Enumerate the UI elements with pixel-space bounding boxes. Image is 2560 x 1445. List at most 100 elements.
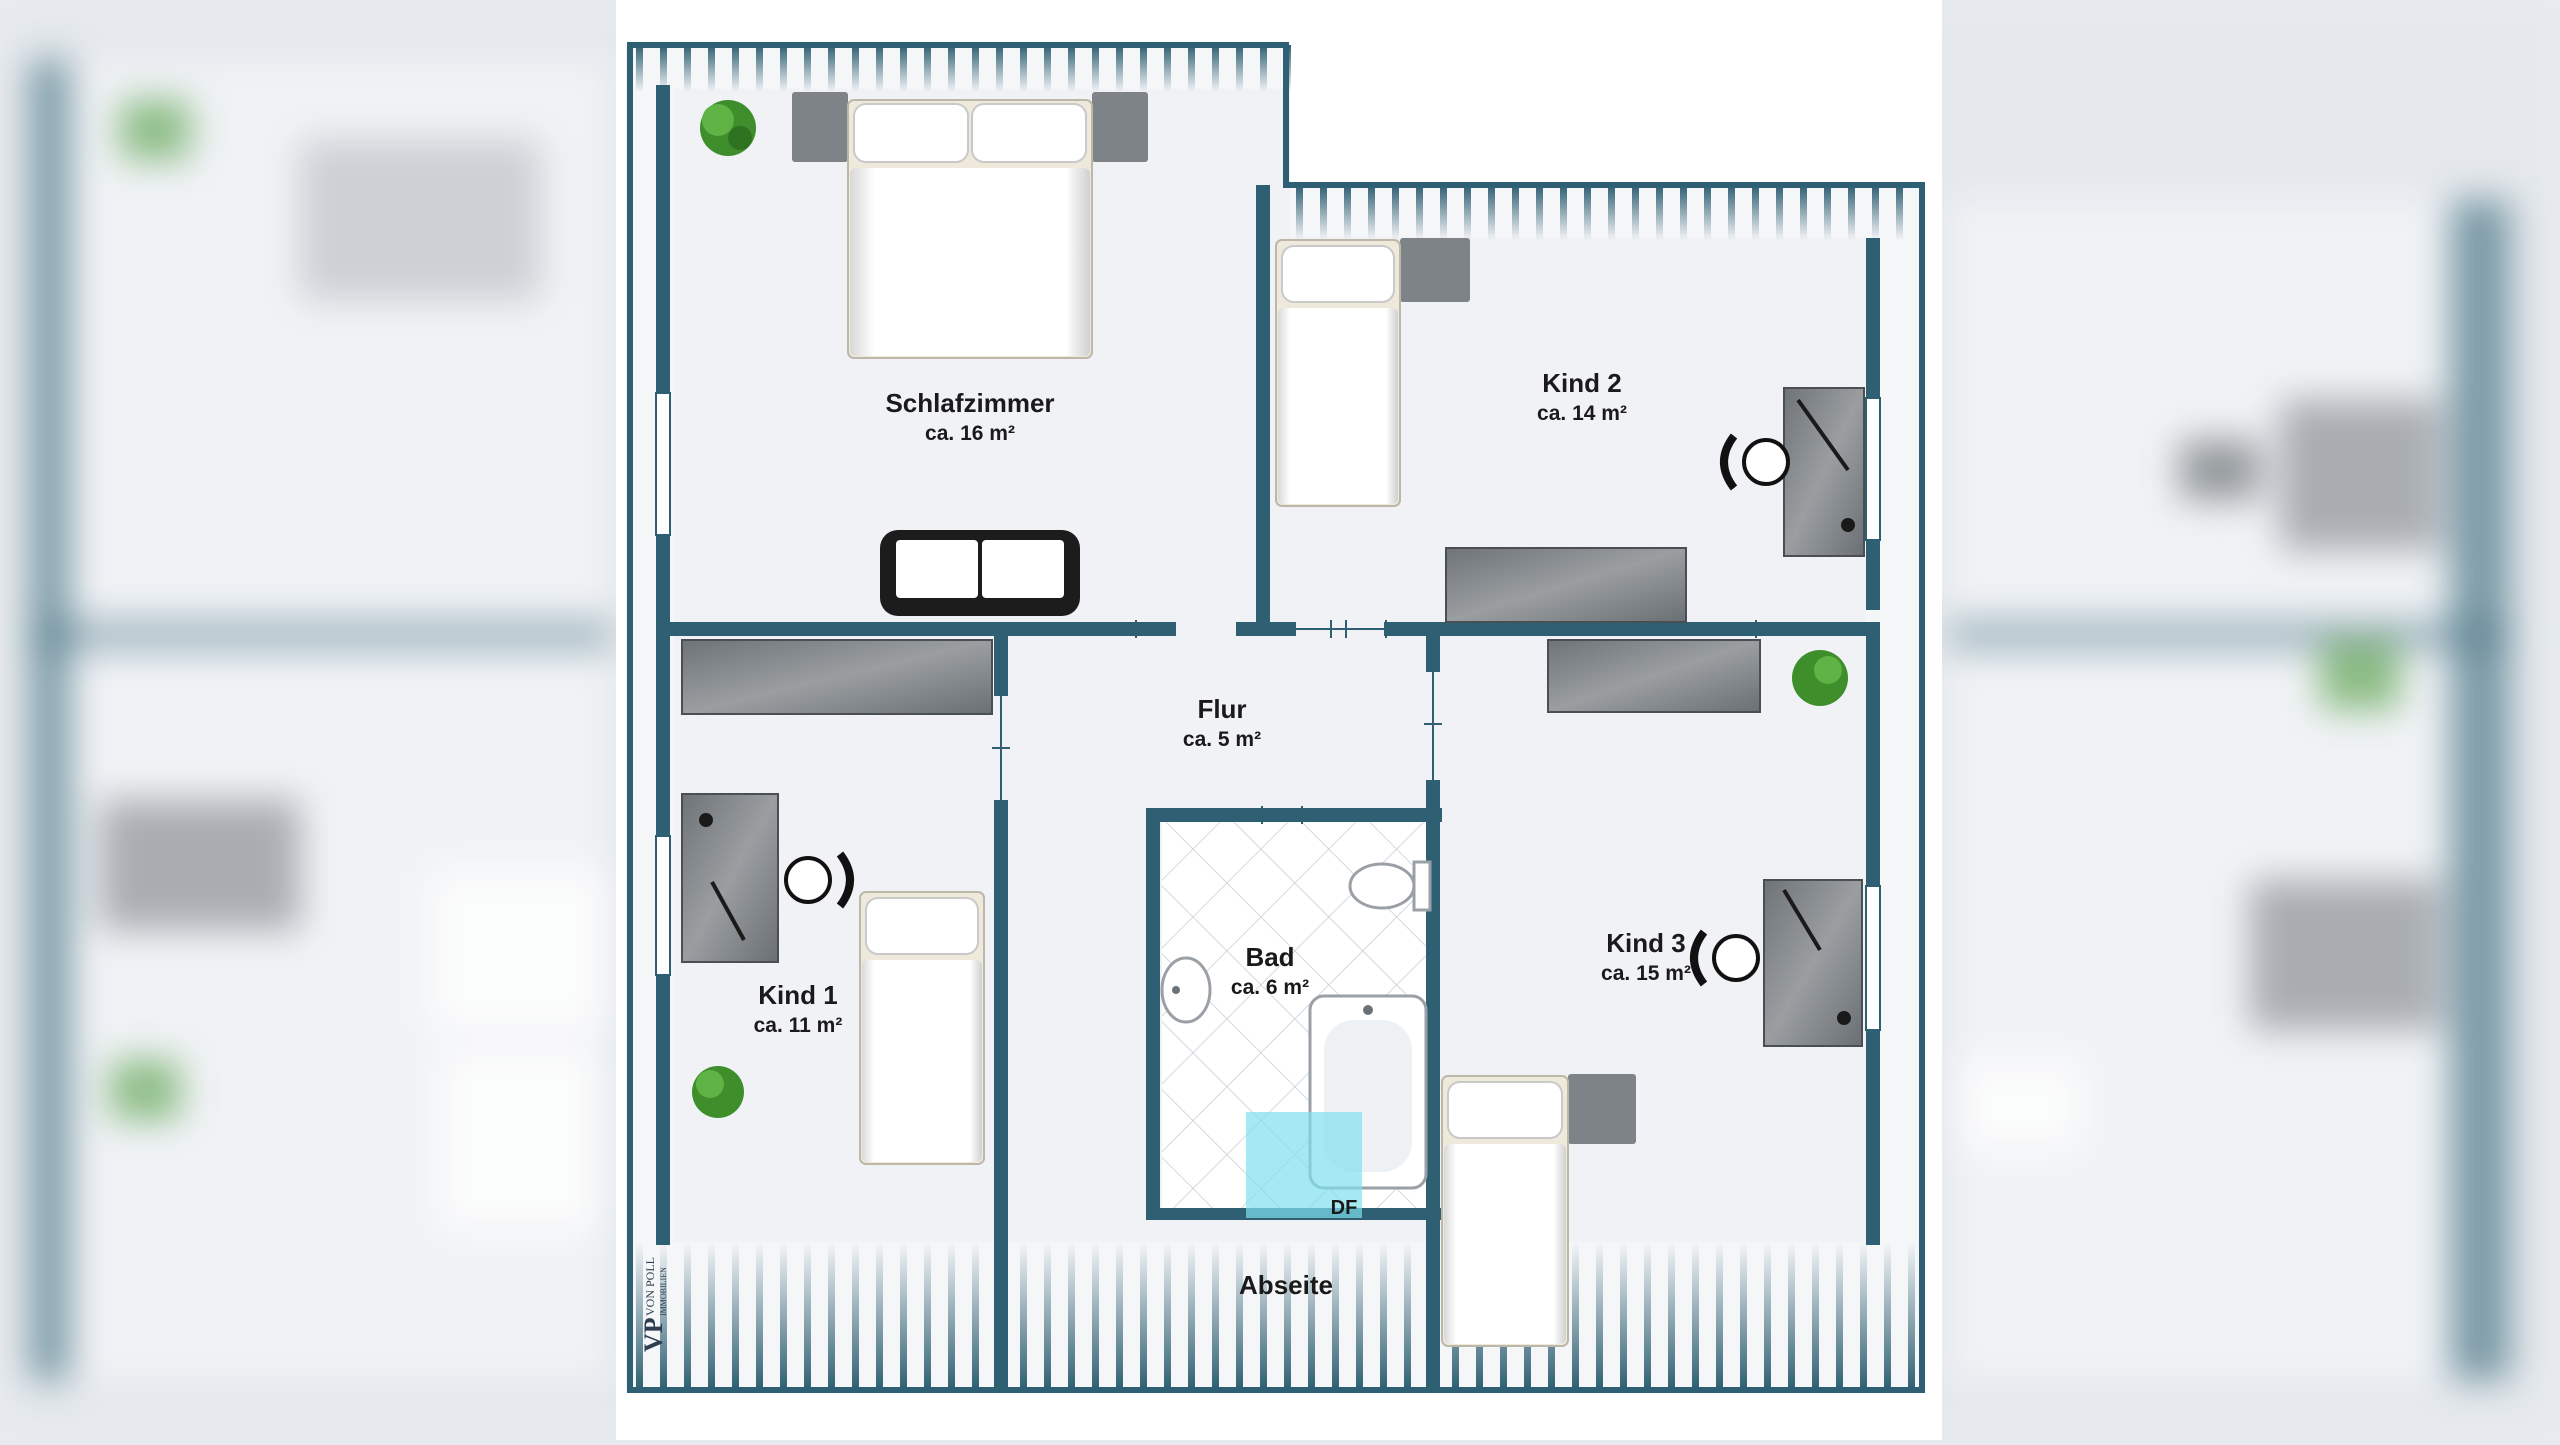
logo-name: VON POLL (643, 1257, 657, 1316)
slope-stripe (732, 1242, 739, 1390)
slope-stripe (1668, 1242, 1675, 1390)
slope-stripe (1260, 1242, 1267, 1390)
slope-stripe (1860, 1242, 1867, 1390)
slope-stripe (1020, 45, 1027, 92)
slope-stripe (1908, 1242, 1915, 1390)
slope-stripe (1632, 185, 1639, 240)
outer-wall (627, 42, 1925, 1393)
slope-stripe (1236, 45, 1243, 92)
slope-stripe (1320, 185, 1327, 240)
sink (1160, 956, 1212, 1024)
single-bed-kind3 (1441, 1074, 1636, 1347)
slope-stripe (1344, 185, 1351, 240)
slope-stripe (1164, 1242, 1171, 1390)
plant-icon (700, 100, 756, 156)
slope-stripe (948, 1242, 955, 1390)
slope-stripe (1140, 1242, 1147, 1390)
slope-stripe (1440, 185, 1447, 240)
desk-kind2 (1783, 387, 1865, 557)
room-name-kind3: Kind 3 (1606, 928, 1685, 958)
slope-stripe (1296, 185, 1303, 240)
slope-stripe (1716, 1242, 1723, 1390)
slope-stripe (1416, 185, 1423, 240)
double-bed (792, 92, 1148, 359)
slope-stripe (828, 1242, 835, 1390)
slope-stripe (804, 1242, 811, 1390)
room-area-kind1: ca. 11 m² (754, 1014, 843, 1037)
slope-stripe (756, 1242, 763, 1390)
single-bed-kind1 (859, 891, 985, 1165)
toilet (1348, 860, 1432, 912)
slope-stripe (1596, 1242, 1603, 1390)
slope-stripe (1020, 1242, 1027, 1390)
desk-chair-kind2 (1720, 433, 1790, 491)
room-name-schlafzimmer: Schlafzimmer (885, 388, 1054, 418)
slope-stripe (852, 45, 859, 92)
slope-stripe (876, 1242, 883, 1390)
plant-icon (1792, 650, 1848, 706)
slope-stripe (1764, 1242, 1771, 1390)
floor-plan: Schlafzimmer ca. 16 m² Kind 2 ca. 14 m² … (616, 0, 1942, 1440)
plant-icon (692, 1066, 744, 1118)
von-poll-logo: VP VON POLL IMMOBILIEN (639, 1257, 668, 1352)
slope-stripe (1212, 1242, 1219, 1390)
slope-stripe (1512, 185, 1519, 240)
slope-stripe (780, 45, 787, 92)
slope-stripe (1212, 45, 1219, 92)
logo-monogram: VP (639, 1317, 668, 1352)
desk-chair-kind1 (784, 851, 854, 909)
slope-stripe (1752, 185, 1759, 240)
slope-stripe (948, 45, 955, 92)
slope-stripe (660, 45, 667, 92)
slope-stripe (636, 45, 643, 92)
slope-stripe (1380, 1242, 1387, 1390)
slope-stripe (1728, 185, 1735, 240)
slope-stripe (852, 1242, 859, 1390)
slope-stripe (1092, 1242, 1099, 1390)
room-name-flur: Flur (1197, 694, 1246, 724)
slope-stripe (684, 1242, 691, 1390)
slope-stripe (1164, 45, 1171, 92)
slope-stripe (1812, 1242, 1819, 1390)
slope-stripe (1848, 185, 1855, 240)
slope-stripe (996, 45, 1003, 92)
slope-stripe (1824, 185, 1831, 240)
slope-stripe (708, 1242, 715, 1390)
room-name-bad: Bad (1245, 942, 1294, 972)
slope-stripe (1560, 185, 1567, 240)
desk-kind1 (681, 793, 779, 963)
slope-stripe (1800, 185, 1807, 240)
room-area-kind2: ca. 14 m² (1537, 402, 1627, 425)
slope-stripe (1092, 45, 1099, 92)
slope-stripe (1536, 185, 1543, 240)
slope-stripe (900, 1242, 907, 1390)
slope-stripe (780, 1242, 787, 1390)
room-name-kind1: Kind 1 (758, 980, 837, 1010)
room-name-kind2: Kind 2 (1542, 368, 1621, 398)
slope-stripe (1140, 45, 1147, 92)
slope-stripe (804, 45, 811, 92)
slope-stripe (636, 1242, 643, 1390)
slope-stripe (756, 45, 763, 92)
slope-stripe (1188, 45, 1195, 92)
slope-stripe (1572, 1242, 1579, 1390)
desk-kind3 (1763, 879, 1863, 1047)
room-area-kind3: ca. 15 m² (1601, 962, 1691, 985)
slope-stripe (1704, 185, 1711, 240)
slope-stripe (1884, 1242, 1891, 1390)
slope-stripe (1116, 1242, 1123, 1390)
room-area-flur: ca. 5 m² (1183, 728, 1261, 751)
slope-stripe (1788, 1242, 1795, 1390)
slope-stripe (1488, 185, 1495, 240)
slope-stripe (684, 45, 691, 92)
slope-stripe (1608, 185, 1615, 240)
slope-stripe (1332, 1242, 1339, 1390)
slope-stripe (1740, 1242, 1747, 1390)
room-name-abseite: Abseite (1239, 1270, 1333, 1300)
slope-stripe (1392, 185, 1399, 240)
slope-stripe (1284, 1242, 1291, 1390)
slope-stripe (1836, 1242, 1843, 1390)
slope-stripe (1368, 185, 1375, 240)
windows (655, 392, 1881, 1031)
slope-top-schlafzimmer (630, 45, 1286, 89)
